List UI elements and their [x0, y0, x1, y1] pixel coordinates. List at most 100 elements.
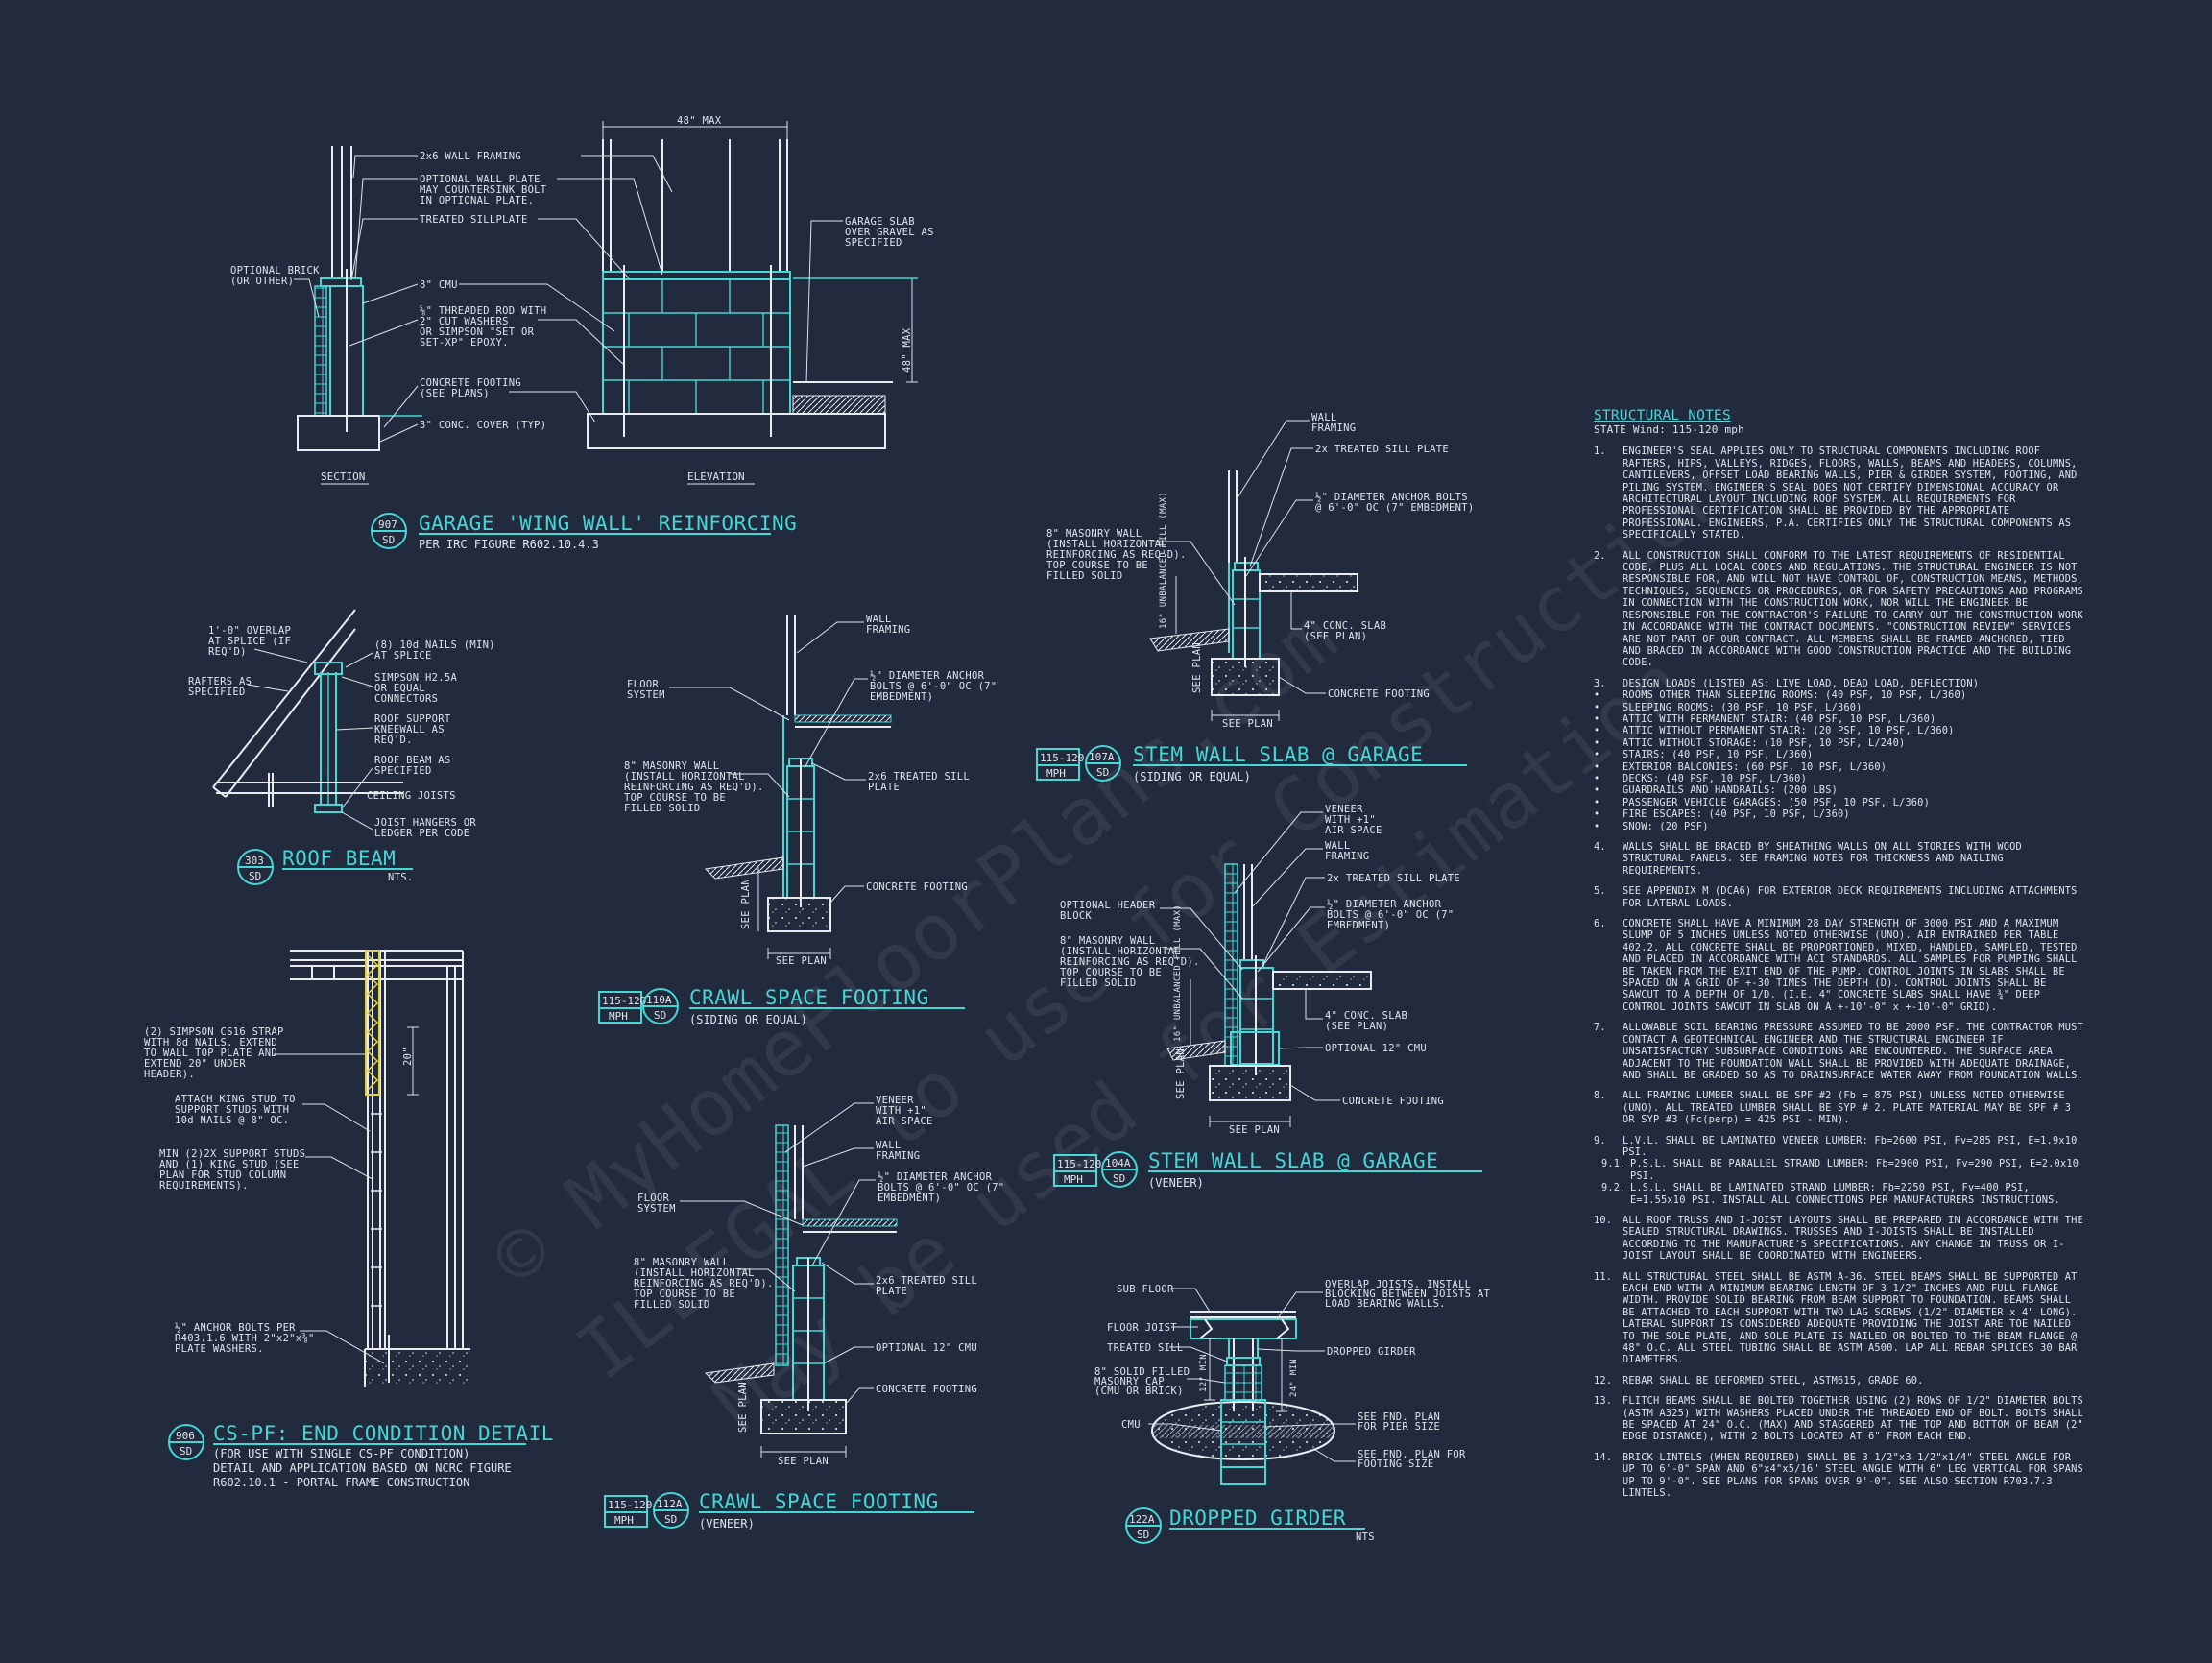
note-item: 2.ALL CONSTRUCTION SHALL CONFORM TO THE … — [1594, 550, 2083, 669]
label-optional-plate-1: OPTIONAL WALL PLATE — [420, 174, 541, 185]
detail-906-title: 906 SD CS-PF: END CONDITION DETAIL (FOR … — [168, 1422, 553, 1489]
roof-beam-annotations: 1'-0" OVERLAP AT SPLICE (IF REQ'D) RAFTE… — [188, 625, 495, 839]
detail-104a-unit: MPH — [1064, 1173, 1083, 1186]
label-sill-2: PLATE — [868, 782, 900, 793]
note-bullet: •ATTIC WITHOUT STORAGE: (10 PSF, 10 PSF,… — [1594, 736, 1906, 749]
label-swv-masonry-4: TOP COURSE TO BE — [1060, 967, 1162, 978]
label-sws-slab-1: 4" CONC. SLAB — [1304, 620, 1386, 632]
note-number: 10. — [1594, 1214, 1613, 1226]
detail-906-number: 906 — [176, 1430, 195, 1442]
label-swv-cmu: OPTIONAL 12" CMU — [1325, 1043, 1427, 1054]
label-floor-joist: FLOOR JOIST — [1107, 1322, 1177, 1334]
detail-122a-sheet: SD — [1137, 1529, 1149, 1541]
label-masonry-3: REINFORCING AS REQ'D). — [624, 782, 764, 793]
label-swv-veneer-2: WITH +1" — [1325, 814, 1376, 826]
structural-notes: STRUCTURAL NOTES STATE Wind: 115-120 mph… — [1594, 407, 2083, 1508]
label-optional-brick-1: OPTIONAL BRICK — [230, 265, 320, 277]
note-number: 11. — [1594, 1270, 1613, 1283]
label-treated-sill: TREATED SILL — [1107, 1342, 1183, 1354]
note-item: 13. FLITCH BEAMS SHALL BE BOLTED TOGETHER… — [1594, 1395, 2083, 1443]
detail-110a-wind: 115-120 — [602, 995, 646, 1007]
detail-107a-title-text: STEM WALL SLAB @ GARAGE — [1133, 743, 1423, 766]
dropped-girder-drawing — [1150, 1311, 1336, 1485]
crawl-siding-drawing — [704, 615, 892, 959]
detail-112a-number: 112A — [657, 1498, 683, 1510]
note-bullet: •DECKS: (40 PSF, 10 PSF, L/360) — [1594, 772, 1807, 784]
note-text: ENGINEER'S SEAL APPLIES ONLY TO STRUCTUR… — [1623, 446, 2078, 542]
stem-veneer-drawing — [1166, 863, 1372, 1127]
label-optional-plate-3: IN OPTIONAL PLATE. — [420, 195, 534, 206]
label-optional-brick-2: (OR OTHER) — [230, 276, 294, 287]
detail-110a-title-text: CRAWL SPACE FOOTING — [689, 986, 929, 1009]
note-number: 12. — [1594, 1374, 1613, 1386]
detail-906-cs-pf: 20" (2) SIMPSON CS16 STRAP WITH 8d NAILS… — [144, 950, 553, 1489]
label-support-studs-4: REQUIREMENTS). — [159, 1180, 249, 1192]
label-floor-2: SYSTEM — [627, 689, 665, 701]
label-wall-framing: 2x6 WALL FRAMING — [420, 151, 521, 162]
note-text: FLITCH BEAMS SHALL BE BOLTED TOGETHER US… — [1623, 1395, 2083, 1443]
label-anchor-2: BOLTS @ 6'-0" OC (7" — [870, 681, 997, 692]
label-ceiling-joists: CEILING JOISTS — [367, 790, 456, 802]
label-threaded-rod-3: OR SIMPSON "SET OR — [420, 326, 535, 338]
detail-104a-stem-wall-veneer: SEE PLAN SEE PLAN 16" UNBALANCED FILL (M… — [1053, 804, 1482, 1190]
label-dropped-girder: DROPPED GIRDER — [1327, 1346, 1416, 1358]
note-number: 7. — [1594, 1022, 1606, 1034]
label-sws-masonry-4: TOP COURSE TO BE — [1046, 560, 1148, 571]
label-sws-masonry-2: (INSTALL HORIZONTAL — [1046, 539, 1167, 550]
detail-122a-scale: NTS — [1356, 1531, 1375, 1543]
note-item: 11.ALL STRUCTURAL STEEL SHALL BE ASTM A-… — [1594, 1271, 2083, 1366]
label-sws-masonry-1: 8" MASONRY WALL — [1046, 528, 1142, 540]
detail-112a-sheet: SD — [664, 1513, 677, 1526]
note-bullet: •ROOMS OTHER THAN SLEEPING ROOMS: (40 PS… — [1594, 689, 1967, 702]
note-text: ALL CONSTRUCTION SHALL CONFORM TO THE LA… — [1623, 549, 2083, 669]
detail-303-sheet: SD — [249, 870, 261, 882]
label-joist-hangers-1: JOIST HANGERS OR — [374, 817, 476, 829]
label-masonry-4: TOP COURSE TO BE — [624, 792, 726, 804]
label-overlap-joists-1: OVERLAP JOISTS. INSTALL — [1325, 1279, 1471, 1290]
crawl-veneer-see-plan-vert: SEE PLAN — [737, 1382, 749, 1433]
label-swv-masonry-2: (INSTALL HORIZONTAL — [1060, 946, 1181, 957]
label-swv-slab-1: 4" CONC. SLAB — [1325, 1010, 1407, 1022]
label-garage-slab-1: GARAGE SLAB — [845, 216, 915, 228]
label-masonry-cap-2: MASONRY CAP — [1094, 1376, 1165, 1387]
note-item: 10.ALL ROOF TRUSS AND I-JOIST LAYOUTS SH… — [1594, 1215, 2083, 1263]
label-threaded-rod-2: 2" CUT WASHERS — [420, 316, 509, 327]
note-number: 14. — [1594, 1451, 1613, 1463]
detail-122a-title-text: DROPPED GIRDER — [1169, 1506, 1346, 1530]
label-wall-1: WALL — [866, 614, 892, 625]
cs-pf-dim: 20" — [402, 1047, 414, 1066]
stem-veneer-see-plan: SEE PLAN — [1229, 1124, 1280, 1136]
label-swv-slab-2: (SEE PLAN) — [1325, 1021, 1388, 1032]
label-garage-slab-2: OVER GRAVEL AS — [845, 227, 934, 238]
notes-list: 1.ENGINEER'S SEAL APPLIES ONLY TO STRUCT… — [1594, 446, 2083, 1499]
label-anchor-3: EMBEDMENT) — [870, 691, 933, 703]
label-king-stud-3: 10d NAILS @ 8" OC. — [175, 1115, 289, 1126]
detail-303-number: 303 — [245, 855, 264, 867]
label-kneewall-1: ROOF SUPPORT — [374, 713, 451, 725]
note-text: BRICK LINTELS (WHEN REQUIRED) SHALL BE 3… — [1623, 1451, 2083, 1500]
detail-110a-subtitle: (SIDING OR EQUAL) — [689, 1013, 807, 1026]
label-concrete-footing-2: (SEE PLANS) — [420, 388, 490, 399]
detail-907-wing-wall: SECTION — [230, 115, 934, 551]
label-sws-anchor-1: ½" DIAMETER ANCHOR BOLTS — [1315, 492, 1468, 503]
label-king-stud-1: ATTACH KING STUD TO — [175, 1094, 296, 1105]
note-item: 5.SEE APPENDIX M (DCA6) FOR EXTERIOR DEC… — [1594, 885, 2083, 909]
label-wall-framing-2: FRAMING — [876, 1150, 920, 1162]
note-bullet: •SNOW: (20 PSF) — [1594, 820, 1709, 832]
label-wall-framing-1: WALL — [876, 1140, 902, 1151]
label-sws-slab-2: (SEE PLAN) — [1304, 631, 1367, 642]
note-number: 13. — [1594, 1395, 1613, 1408]
girder-dim-24: 24" MIN — [1289, 1359, 1299, 1397]
note-item: 8.ALL FRAMING LUMBER SHALL BE SPF #2 (Fb… — [1594, 1090, 2083, 1125]
crawl-siding-see-plan: SEE PLAN — [776, 955, 827, 967]
detail-112a-crawl-space-veneer: SEE PLAN SEE PLAN VENEER WITH +1" AIR SP… — [604, 1095, 1004, 1530]
note-bullet: •FIRE ESCAPES: (40 PSF, 10 PSF, L/360) — [1594, 808, 1850, 821]
note-bullet: •ATTIC WITH PERMANENT STAIR: (40 PSF, 10… — [1594, 712, 1936, 725]
label-masonry-v-4: TOP COURSE TO BE — [634, 1289, 735, 1300]
note-text: L.V.L. SHALL BE LAMINATED VENEER LUMBER:… — [1623, 1134, 2078, 1158]
detail-303-scale: NTS. — [388, 872, 414, 883]
label-10d-nails-1: (8) 10d NAILS (MIN) — [374, 639, 495, 651]
label-swv-anchor-1: ½" DIAMETER ANCHOR — [1327, 899, 1442, 910]
detail-110a-sheet: SD — [654, 1009, 666, 1022]
